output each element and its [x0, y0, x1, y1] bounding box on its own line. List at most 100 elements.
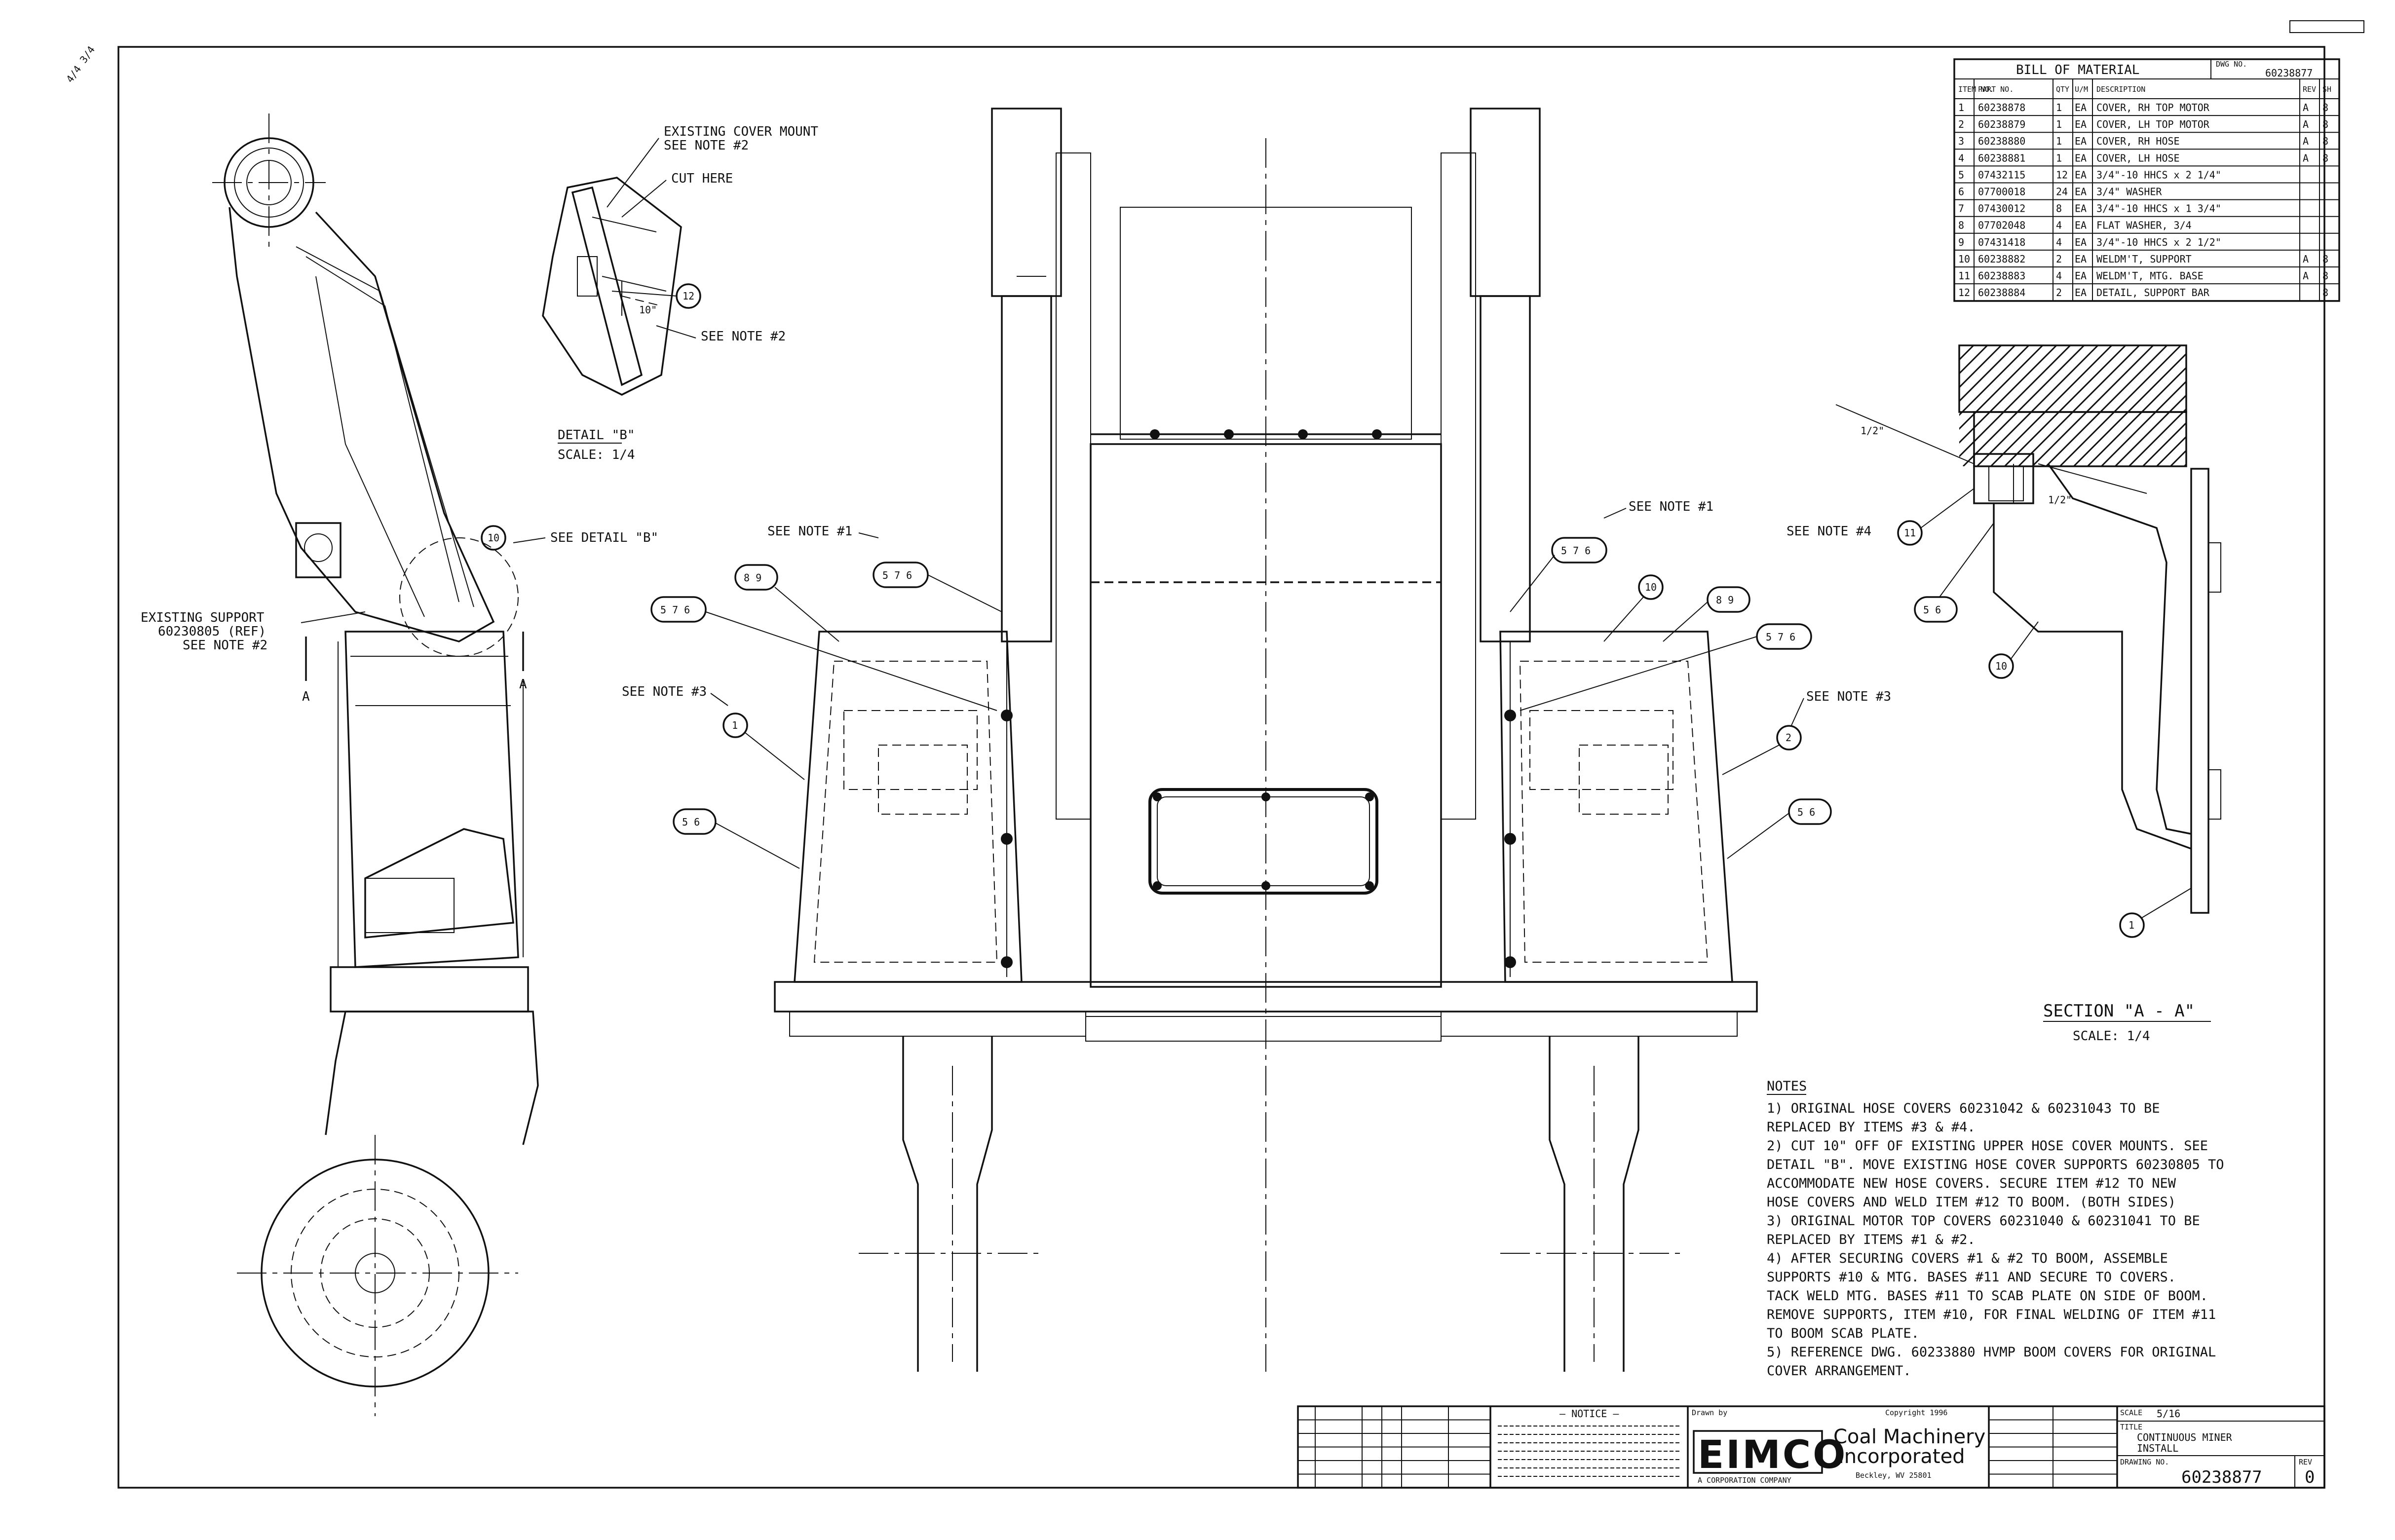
note-line: 4) AFTER SECURING COVERS #1 & #2 TO BOOM… [1767, 1251, 2168, 1266]
bom-cell: A [2303, 253, 2309, 265]
note-line: ACCOMMODATE NEW HOSE COVERS. SECURE ITEM… [1767, 1176, 2176, 1191]
bom-cell: EA [2075, 135, 2087, 147]
section-a-title: SECTION "A - A" [2043, 1001, 2195, 1021]
bom-cell: 3/4" WASHER [2096, 186, 2162, 198]
svg-text:5 7 6: 5 7 6 [1766, 631, 1795, 643]
bom-cell: EA [2075, 102, 2087, 113]
dim-half-right: 1/2" [2048, 494, 2072, 506]
bom-cell: 07702048 [1978, 220, 2025, 231]
bom-cell: 3/4"-10 HHCS x 2 1/2" [2096, 236, 2221, 248]
balloon-10-section [1988, 653, 2014, 679]
bom-cell: 60238878 [1978, 102, 2025, 113]
bom-header-cell: DESCRIPTION [2096, 85, 2145, 94]
eimco-logo: EIMCO [1698, 1433, 1847, 1477]
bom-cell: 8 [2322, 270, 2328, 282]
company-line1: Coal Machinery [1833, 1426, 1985, 1448]
svg-text:5 6: 5 6 [1923, 604, 1941, 616]
bom-cell: 1 [2056, 152, 2062, 164]
bom-cell: 60238883 [1978, 270, 2025, 282]
bom-cell: WELDM'T, MTG. BASE [2096, 270, 2204, 282]
front-elevation-view [774, 108, 1758, 1372]
see-note-1-left: SEE NOTE #1 [767, 524, 852, 539]
title-line2: INSTALL [2137, 1442, 2178, 1454]
bom-cell: EA [2075, 270, 2087, 282]
bom-cell: 2 [1958, 118, 1964, 130]
bom-cell: 12 [2056, 169, 2068, 181]
balloon-56-left: 5 6 [673, 808, 717, 835]
bom-cell: 8 [2322, 102, 2328, 113]
cut-here-label: CUT HERE [671, 171, 733, 186]
bom-cell: EA [2075, 287, 2087, 299]
bom-dwg-no: 60238877 [2265, 67, 2313, 79]
bom-cell: 7 [1958, 203, 1964, 215]
bom-header-cell: QTY [2056, 85, 2069, 94]
note-line: COVER ARRANGEMENT. [1767, 1363, 1911, 1379]
balloon-576-right-mid: 5 7 6 [1756, 623, 1812, 650]
notice-title: — NOTICE — [1559, 1408, 1619, 1420]
bom-cell: FLAT WASHER, 3/4 [2096, 220, 2192, 231]
section-mark-left: A [302, 689, 310, 704]
bom-cell: 3 [1958, 135, 1964, 147]
balloon-89-left: 8 9 [734, 564, 778, 591]
bom-header-cell: U/M [2075, 85, 2088, 94]
bom-cell: EA [2075, 186, 2087, 198]
bom-dwg-label: DWG NO. [2216, 60, 2247, 69]
bom-cell: 4 [2056, 220, 2062, 231]
bom-cell: 60238880 [1978, 135, 2025, 147]
corner-stamp-box [2289, 20, 2364, 33]
existing-cover-mount-line2: SEE NOTE #2 [664, 138, 749, 153]
balloon-1-front [722, 713, 748, 738]
scale-label: SCALE [2120, 1408, 2142, 1417]
bom-cell: COVER, LH TOP MOTOR [2096, 118, 2210, 130]
sub-caption: A CORPORATION COMPANY [1698, 1476, 1791, 1485]
bom-cell: 9 [1958, 236, 1964, 248]
note-line: SUPPORTS #10 & MTG. BASES #11 AND SECURE… [1767, 1270, 2176, 1285]
existing-support-line3: SEE NOTE #2 [183, 638, 267, 653]
bom-cell: 24 [2056, 186, 2068, 198]
bom-cell: A [2303, 135, 2309, 147]
bom-cell: 8 [2322, 118, 2328, 130]
balloon-1-section [2119, 912, 2145, 938]
balloon-11 [1897, 520, 1923, 546]
balloon-89-right: 8 9 [1707, 586, 1750, 613]
bom-cell: 4 [1958, 152, 1964, 164]
balloon-576-left-mid: 5 7 6 [650, 596, 707, 623]
balloon-56-right: 5 6 [1788, 798, 1832, 825]
rev-label: REV [2299, 1458, 2312, 1466]
notes-heading: NOTES [1767, 1079, 1807, 1094]
bom-cell: 2 [2056, 287, 2062, 299]
bom-cell: 1 [2056, 102, 2062, 113]
balloon-56-section: 5 6 [1914, 596, 1958, 623]
note-line: TACK WELD MTG. BASES #11 TO SCAB PLATE O… [1767, 1288, 2208, 1304]
bom-cell: 8 [2322, 287, 2328, 299]
scale-value: 5/16 [2157, 1408, 2180, 1420]
svg-text:8 9: 8 9 [744, 572, 761, 584]
bom-cell: 1 [1958, 102, 1964, 113]
bom-cell: 5 [1958, 169, 1964, 181]
svg-text:5 7 6: 5 7 6 [660, 604, 690, 616]
dim-10-label: 10" [639, 304, 657, 316]
balloon-576-right-top: 5 7 6 [1551, 537, 1607, 563]
balloon-2-front [1776, 725, 1802, 751]
bom-cell: EA [2075, 203, 2087, 215]
bom-cell: 60238881 [1978, 152, 2025, 164]
balloon-12-text: 12 [683, 290, 694, 302]
bom-cell: 60238882 [1978, 253, 2025, 265]
balloon-1-front-text: 1 [732, 719, 738, 731]
revision-grid [1298, 1406, 1490, 1488]
bom-cell: 60238879 [1978, 118, 2025, 130]
bom-cell: DETAIL, SUPPORT BAR [2096, 287, 2210, 299]
sheet-border [117, 46, 2325, 1489]
notes-block: NOTES 1) ORIGINAL HOSE COVERS 60231042 &… [1767, 1079, 2224, 1379]
bom-cell: 60238884 [1978, 287, 2025, 299]
svg-text:5 7 6: 5 7 6 [882, 569, 912, 581]
bom-cell: EA [2075, 118, 2087, 130]
title-line1: CONTINUOUS MINER [2137, 1431, 2233, 1443]
note-line: DETAIL "B". MOVE EXISTING HOSE COVER SUP… [1767, 1157, 2224, 1172]
drawn-label: Drawn by [1692, 1408, 1727, 1417]
existing-support-line2: 60230805 (REF) [158, 624, 266, 639]
bom-header-cell: PART NO. [1978, 85, 2014, 94]
dwg-no-label: DRAWING NO. [2120, 1458, 2169, 1466]
bom-cell: 4 [2056, 270, 2062, 282]
